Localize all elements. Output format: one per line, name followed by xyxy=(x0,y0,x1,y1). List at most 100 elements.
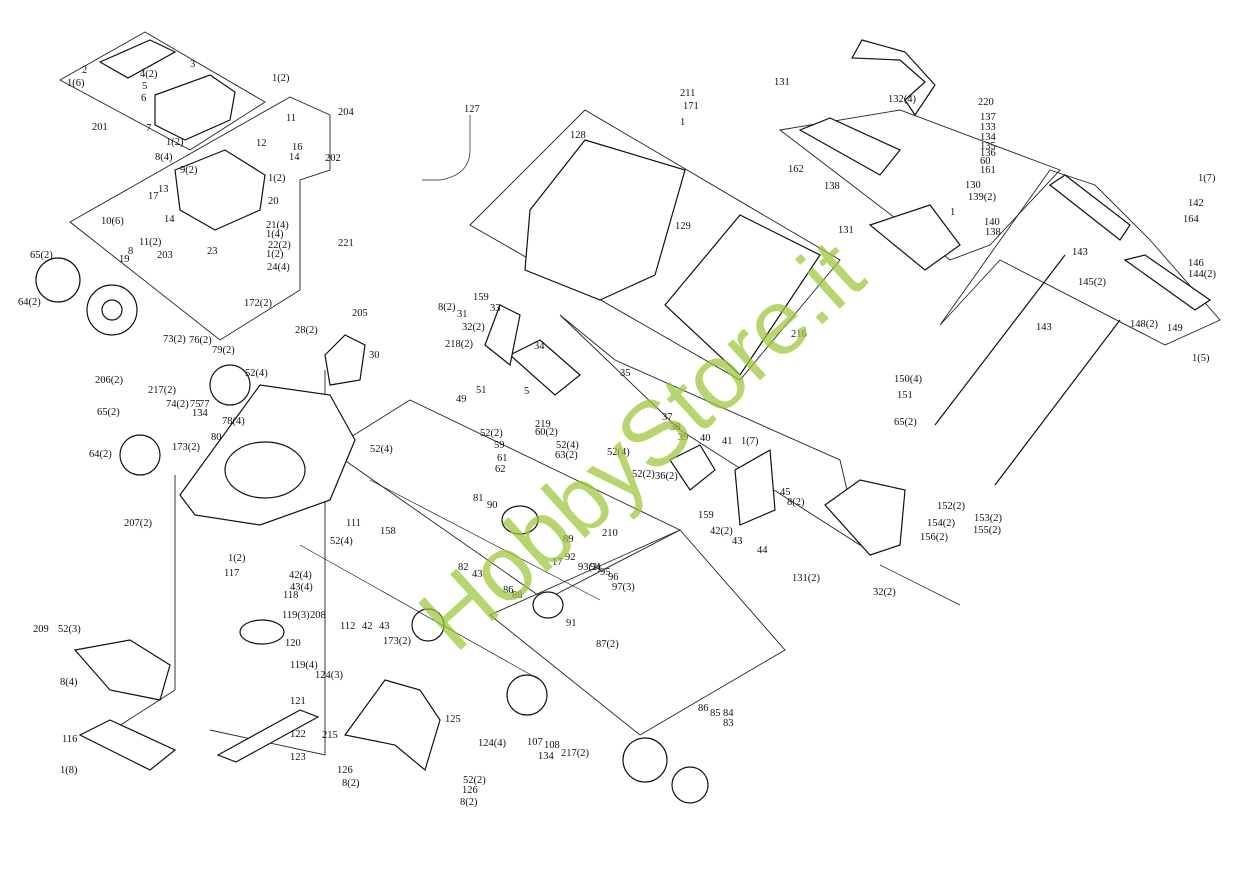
blade-shape xyxy=(216,709,320,763)
part-label: 28(2) xyxy=(295,325,318,336)
part-label: 81 xyxy=(473,493,484,504)
part-label: 217(2) xyxy=(148,385,176,396)
part-label: 41 xyxy=(722,436,733,447)
part-label: 52(4) xyxy=(556,440,579,451)
part-label: 92 xyxy=(565,552,576,563)
part-label: 131 xyxy=(838,225,854,236)
top-handle-137-shape xyxy=(851,39,936,117)
part-label: 1(2) xyxy=(268,173,286,184)
part-label: 159 xyxy=(698,510,714,521)
group-frame-211 xyxy=(489,529,786,736)
part-label: 156(2) xyxy=(920,532,948,543)
wheel-79-shape xyxy=(209,364,251,406)
part-label: 31 xyxy=(457,309,468,320)
part-label: 75 xyxy=(190,399,201,410)
part-label: 138 xyxy=(985,227,1001,238)
part-label: 80 xyxy=(211,432,222,443)
hubcap-rear-shape xyxy=(671,766,709,804)
part-label: 145(2) xyxy=(1078,277,1106,288)
part-label: 85 xyxy=(710,708,721,719)
part-label: 95 xyxy=(600,567,611,578)
part-label: 86 xyxy=(698,703,709,714)
part-label: 94 xyxy=(590,562,601,573)
part-label: 35 xyxy=(620,368,631,379)
part-label: 5 xyxy=(142,81,147,92)
part-label: 22(2) xyxy=(268,240,291,251)
part-label: 17 xyxy=(552,557,563,568)
handle-tube-148 xyxy=(934,254,1066,426)
part-label: 116 xyxy=(62,734,77,745)
part-label: 7 xyxy=(146,123,151,134)
part-label: 65(2) xyxy=(894,417,917,428)
part-label: 151 xyxy=(897,390,913,401)
part-label: 42 xyxy=(362,621,373,632)
part-label: 139(2) xyxy=(968,192,996,203)
rear-flap-125-shape xyxy=(343,679,441,772)
part-label: 118 xyxy=(283,590,298,601)
deck-blade-opening-shape xyxy=(224,441,306,499)
part-label: 32(2) xyxy=(462,322,485,333)
part-label: 20 xyxy=(268,196,279,207)
part-label: 52(2) xyxy=(463,775,486,786)
part-label: 65(2) xyxy=(97,407,120,418)
part-label: 172(2) xyxy=(244,298,272,309)
part-label: 137 xyxy=(980,112,996,123)
part-label: 44 xyxy=(757,545,768,556)
latch-33-shape xyxy=(484,304,521,367)
part-label: 8(2) xyxy=(342,778,360,789)
part-label: 8(4) xyxy=(60,677,78,688)
part-label: 129 xyxy=(675,221,691,232)
part-label: 52(2) xyxy=(480,428,503,439)
part-label: 4(2) xyxy=(140,69,158,80)
part-label: 60 xyxy=(980,156,991,167)
part-label: 10(6) xyxy=(101,216,124,227)
part-label: 221 xyxy=(338,238,354,249)
part-label: 52(4) xyxy=(607,447,630,458)
lower-panel-140-shape xyxy=(868,204,961,271)
part-label: 52(4) xyxy=(370,444,393,455)
gear-91-shape xyxy=(532,591,564,619)
part-label: 13 xyxy=(158,184,169,195)
part-label: 86 xyxy=(503,585,514,596)
part-label: 124(3) xyxy=(315,670,343,681)
watermark: HobbyStore.it xyxy=(400,221,882,670)
part-label: 1(4) xyxy=(266,229,284,240)
part-label: 9(2) xyxy=(180,165,198,176)
part-label: 19 xyxy=(119,254,130,265)
part-label: 33 xyxy=(490,303,501,314)
part-label: 84 xyxy=(723,708,734,719)
part-label: 216 xyxy=(791,329,807,340)
part-label: 78(4) xyxy=(222,416,245,427)
part-label: 82 xyxy=(458,562,469,573)
part-label: 132(4) xyxy=(888,94,916,105)
part-label: 143 xyxy=(1072,247,1088,258)
part-label: 134 xyxy=(538,751,555,762)
part-label: 64(2) xyxy=(18,297,41,308)
wheel-107-shape xyxy=(506,674,548,716)
part-label: 159 xyxy=(473,292,489,303)
wheel-rear-shape xyxy=(622,737,668,783)
part-label: 173(2) xyxy=(172,442,200,453)
bracket-39-shape xyxy=(669,444,716,491)
part-label: 8(2) xyxy=(460,797,478,808)
part-label: 74(2) xyxy=(166,399,189,410)
part-label: 62 xyxy=(495,464,506,475)
part-label: 220 xyxy=(978,97,994,108)
part-label: 43 xyxy=(472,569,483,580)
wheel-206-hub-shape xyxy=(101,299,123,321)
lever-145-shape xyxy=(1123,254,1212,311)
part-label: 45 xyxy=(780,487,791,498)
part-label: 135 xyxy=(980,141,996,152)
axle-rod-210 xyxy=(369,479,601,601)
part-label: 83 xyxy=(723,718,734,729)
part-label: 8(2) xyxy=(438,302,456,313)
part-label: 142 xyxy=(1188,198,1204,209)
part-label: 5 xyxy=(524,386,529,397)
part-label: 122 xyxy=(290,729,306,740)
part-label: 148(2) xyxy=(1130,319,1158,330)
guard-30-shape xyxy=(324,334,366,386)
part-label: 204 xyxy=(338,107,355,118)
axle-rod-lower xyxy=(299,544,541,681)
part-label: 17 xyxy=(148,191,159,202)
part-label: 126 xyxy=(337,765,353,776)
